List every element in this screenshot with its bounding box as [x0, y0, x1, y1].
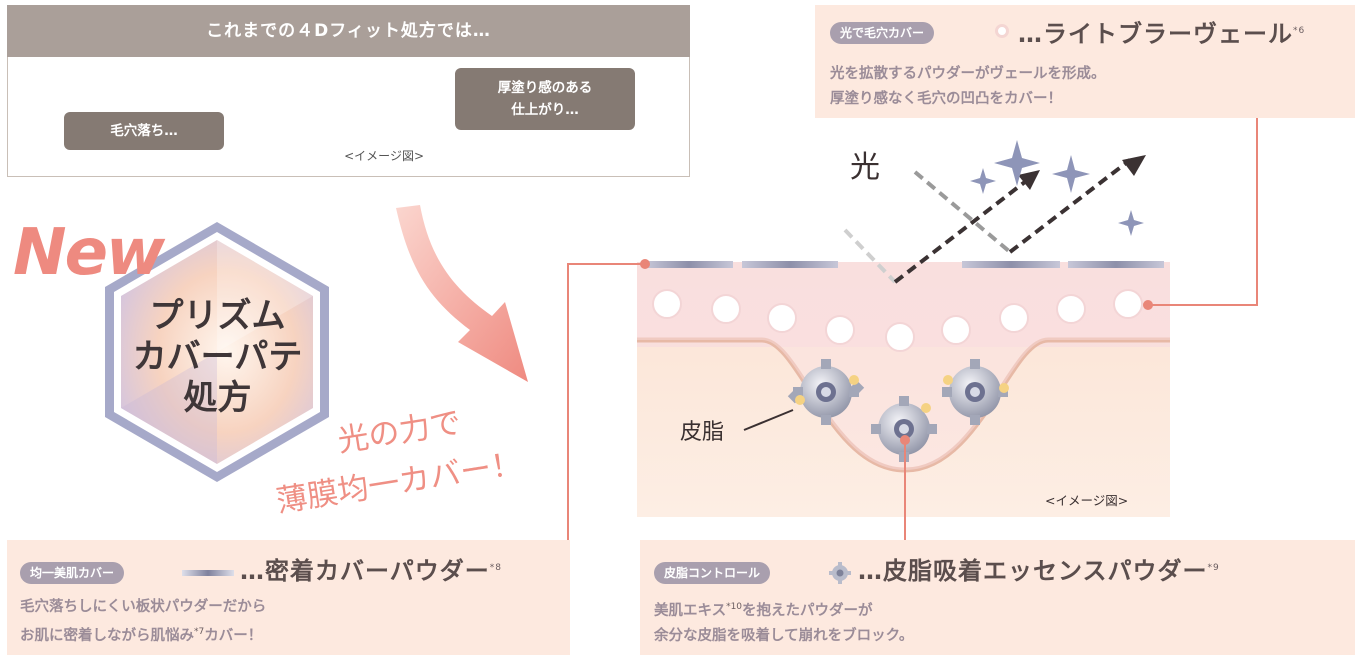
sebum-desc-line1-a: 美肌エキス — [654, 602, 727, 619]
prism-formula-label: プリズム カバーパテ 処方 — [110, 296, 325, 419]
new-label: New — [13, 216, 165, 290]
sebum-feature-note: *9 — [1207, 563, 1220, 573]
sebum-label: 皮脂 — [680, 420, 725, 445]
thick-finish-bubble: 厚塗り感のある 仕上がり… — [455, 68, 635, 130]
pore-drop-bubble: 毛穴落ち… — [64, 112, 224, 150]
sebum-feature-title-text: …皮脂吸着エッセンスパウダー — [858, 557, 1208, 585]
light-feature-note: *6 — [1293, 26, 1306, 36]
prism-label-line1: プリズム — [149, 296, 286, 336]
sebum-feature-pill: 皮脂コントロール — [654, 562, 771, 584]
light-ray-arrowhead — [1122, 155, 1146, 176]
plate-powder-icon — [182, 570, 234, 576]
uniform-feature-description: 毛穴落ちしにくい板状パウダーだから お肌に密着しながら肌悩み*7カバー！ — [20, 595, 266, 649]
main-image-caption: <イメージ図> — [1045, 493, 1129, 508]
prism-label-line2: カバーパテ — [132, 337, 303, 377]
uniform-feature-title-text: …密着カバーパウダー — [240, 557, 490, 585]
sebum-desc-note: *10 — [726, 602, 743, 612]
light-desc-line2: 厚塗り感なく毛穴の凹凸をカバー！ — [830, 91, 1062, 107]
sebum-feature-title: …皮脂吸着エッセンスパウダー*9 — [858, 551, 1220, 586]
uniform-feature-note: *8 — [489, 563, 502, 573]
uniform-desc-line2: お肌に密着しながら肌悩み*7カバー！ — [20, 620, 266, 649]
uniform-desc-line2-b: カバー！ — [204, 627, 263, 644]
sebum-desc-line1-b: を抱えたパウダーが — [742, 602, 873, 619]
uniform-desc-note: *7 — [194, 627, 205, 637]
light-feature-title-text: …ライトブラーヴェール — [1018, 20, 1293, 48]
light-ray-arrowhead — [1018, 170, 1040, 190]
uniform-desc-line1: 毛穴落ちしにくい板状パウダーだから — [20, 599, 267, 615]
thick-finish-line1: 厚塗り感のある — [497, 80, 593, 96]
uniform-desc-line2-a: お肌に密着しながら肌悩み — [20, 627, 194, 644]
sebum-pointer-line — [743, 409, 794, 431]
connector-lines — [567, 117, 1258, 545]
light-rays — [843, 158, 1132, 284]
transition-arrow — [396, 205, 528, 382]
sebum-feature-description: 美肌エキス*10を抱えたパウダーが 余分な皮脂を吸着して崩れをブロック。 — [654, 595, 913, 649]
light-feature-title: …ライトブラーヴェール*6 — [1018, 14, 1305, 49]
thick-finish-line2: 仕上がり… — [511, 102, 579, 118]
sparkle-icons — [970, 140, 1144, 236]
sebum-feature-panel — [640, 540, 1355, 655]
sebum-desc-line2: 余分な皮脂を吸着して崩れをブロック。 — [654, 627, 914, 644]
sebum-powder-gears — [787, 359, 1009, 462]
sebum-desc-line1: 美肌エキス*10を抱えたパウダーが — [654, 595, 913, 624]
prism-label-line3: 処方 — [183, 378, 252, 418]
light-feature-description: 光を拡散するパウダーがヴェールを形成。 厚塗り感なく毛穴の凹凸をカバー！ — [830, 62, 1106, 112]
light-sphere-icon — [995, 24, 1009, 38]
uniform-feature-title: …密着カバーパウダー*8 — [240, 551, 502, 586]
gear-icon — [829, 562, 851, 584]
light-desc-line1: 光を拡散するパウダーがヴェールを形成。 — [830, 66, 1106, 82]
uniform-feature-pill: 均一美肌カバー — [20, 562, 125, 584]
mini-image-caption: <イメージ図> — [344, 149, 424, 163]
skin-cross-section — [637, 261, 1170, 517]
previous-formula-header: これまでの４Dフィット処方では… — [7, 5, 690, 57]
light-feature-pill: 光で毛穴カバー — [830, 22, 935, 44]
light-label: 光 — [850, 150, 880, 185]
uniform-feature-panel — [7, 540, 570, 655]
hexagon-badge-graphic — [105, 222, 329, 482]
